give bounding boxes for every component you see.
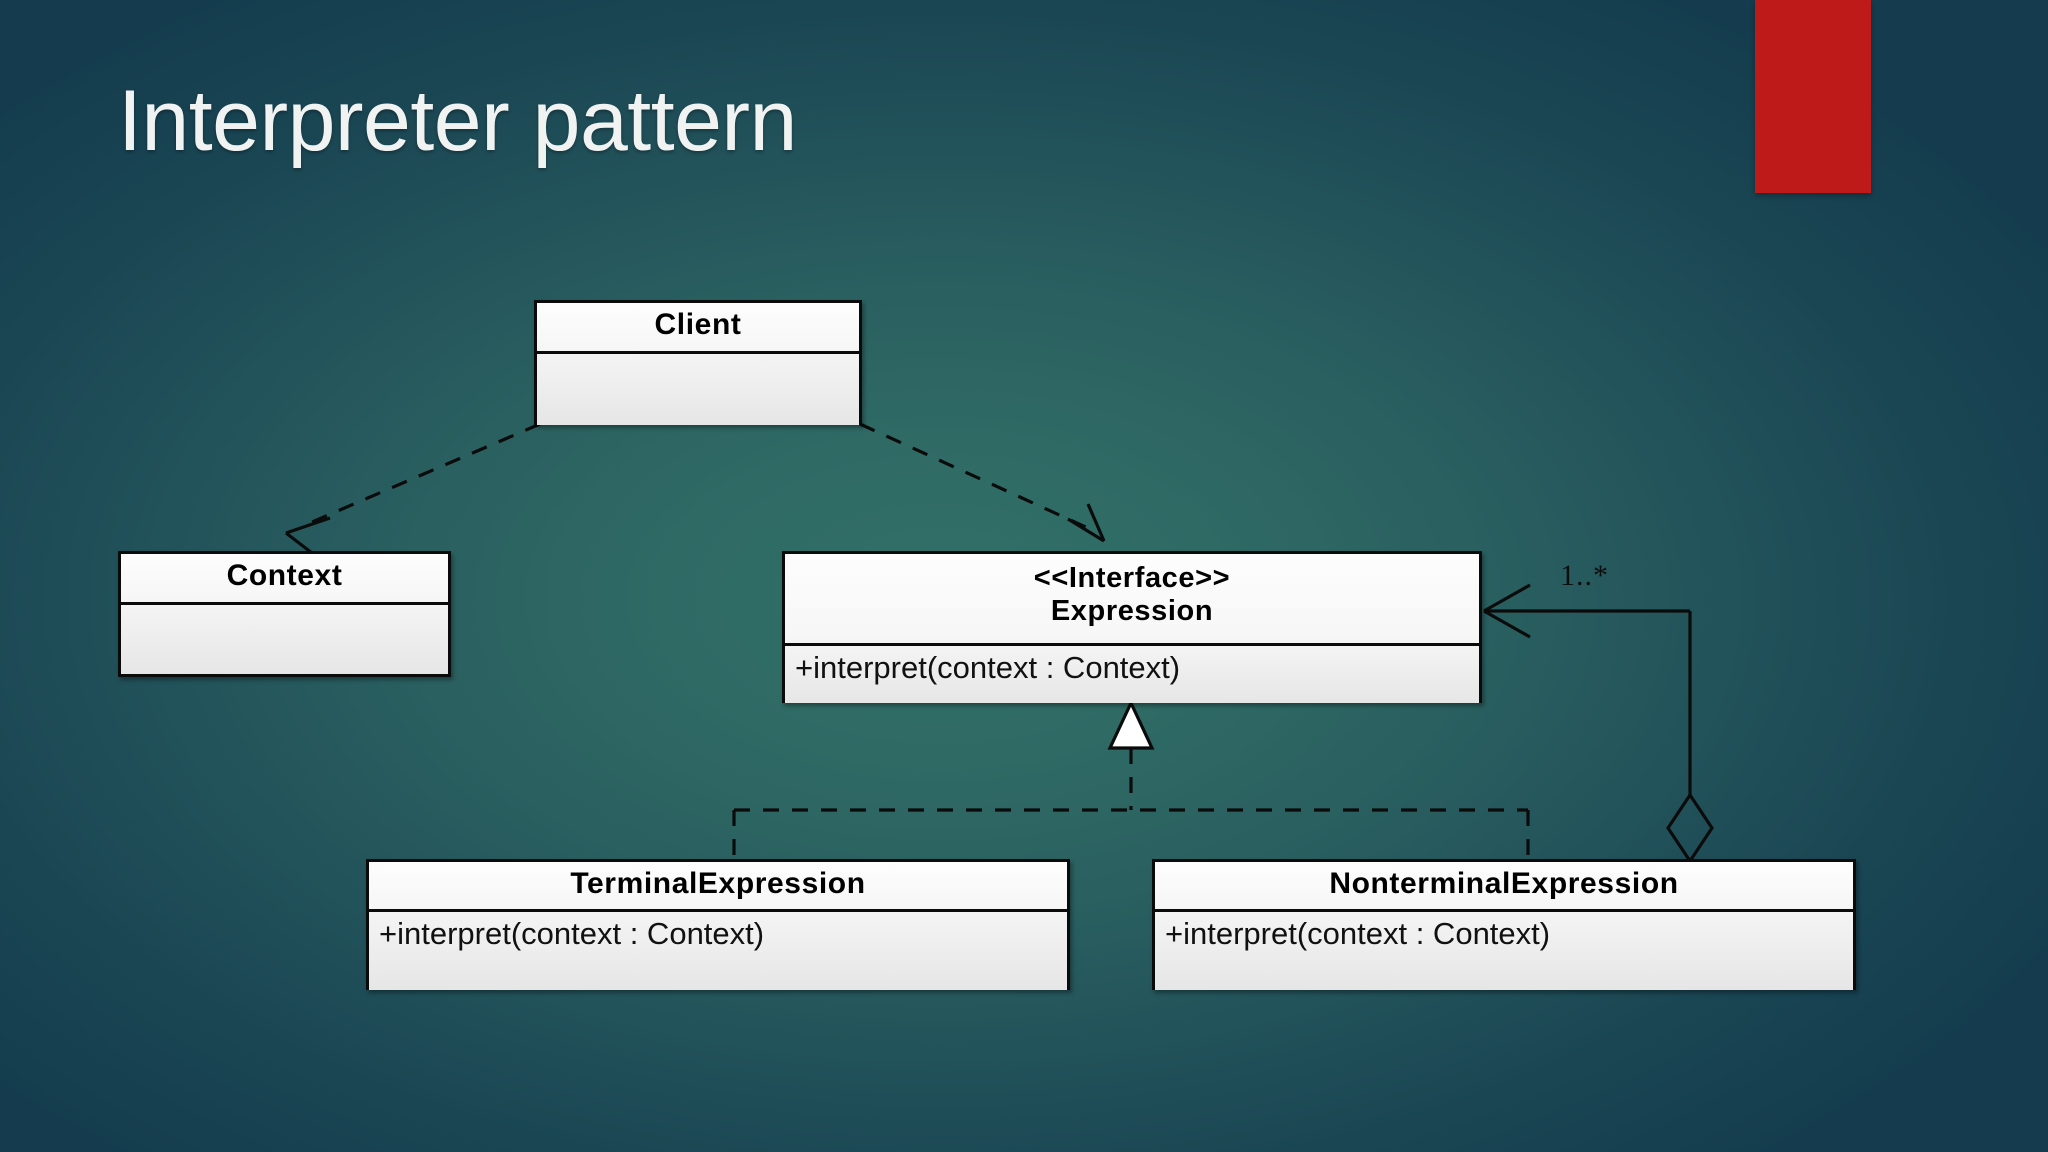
uml-class-context[interactable]: Context [118,551,451,677]
edge-realization-triangle [732,699,1530,859]
uml-member: +interpret(context : Context) [795,650,1181,685]
edge-aggregation-nonterminal-expression [1483,583,1714,864]
uml-class-expression[interactable]: <<Interface>> Expression +interpret(cont… [782,551,1482,703]
uml-class-nonterminalexpression-members: +interpret(context : Context) [1155,912,1853,990]
uml-class-nonterminalexpression[interactable]: NonterminalExpression +interpret(context… [1152,859,1856,990]
uml-class-terminalexpression-members: +interpret(context : Context) [369,912,1067,990]
uml-class-expression-stereotype: <<Interface>> [1033,562,1231,594]
uml-member: +interpret(context : Context) [1165,916,1551,951]
uml-class-nonterminalexpression-header: NonterminalExpression [1155,862,1853,912]
uml-class-context-name: Context [226,559,343,592]
red-accent-bar [1755,0,1871,193]
uml-class-nonterminalexpression-name: NonterminalExpression [1329,867,1679,900]
page-title: Interpreter pattern [118,73,797,169]
uml-class-terminalexpression[interactable]: TerminalExpression +interpret(context : … [366,859,1070,990]
uml-class-context-members [121,605,448,674]
edge-client-to-expression [859,422,1106,543]
multiplicity-label: 1..* [1560,559,1609,592]
uml-class-terminalexpression-name: TerminalExpression [570,867,866,900]
uml-class-client[interactable]: Client [534,300,862,425]
uml-class-client-header: Client [537,303,859,354]
uml-class-client-name: Client [654,308,742,341]
uml-class-expression-name: Expression [1050,595,1214,628]
uml-class-expression-members: +interpret(context : Context) [785,646,1479,703]
uml-class-client-members [537,354,859,425]
uml-member: +interpret(context : Context) [379,916,765,951]
uml-class-terminalexpression-header: TerminalExpression [369,862,1067,912]
uml-class-expression-header: <<Interface>> Expression [785,554,1479,646]
uml-class-context-header: Context [121,554,448,605]
edge-client-to-context [285,422,541,555]
